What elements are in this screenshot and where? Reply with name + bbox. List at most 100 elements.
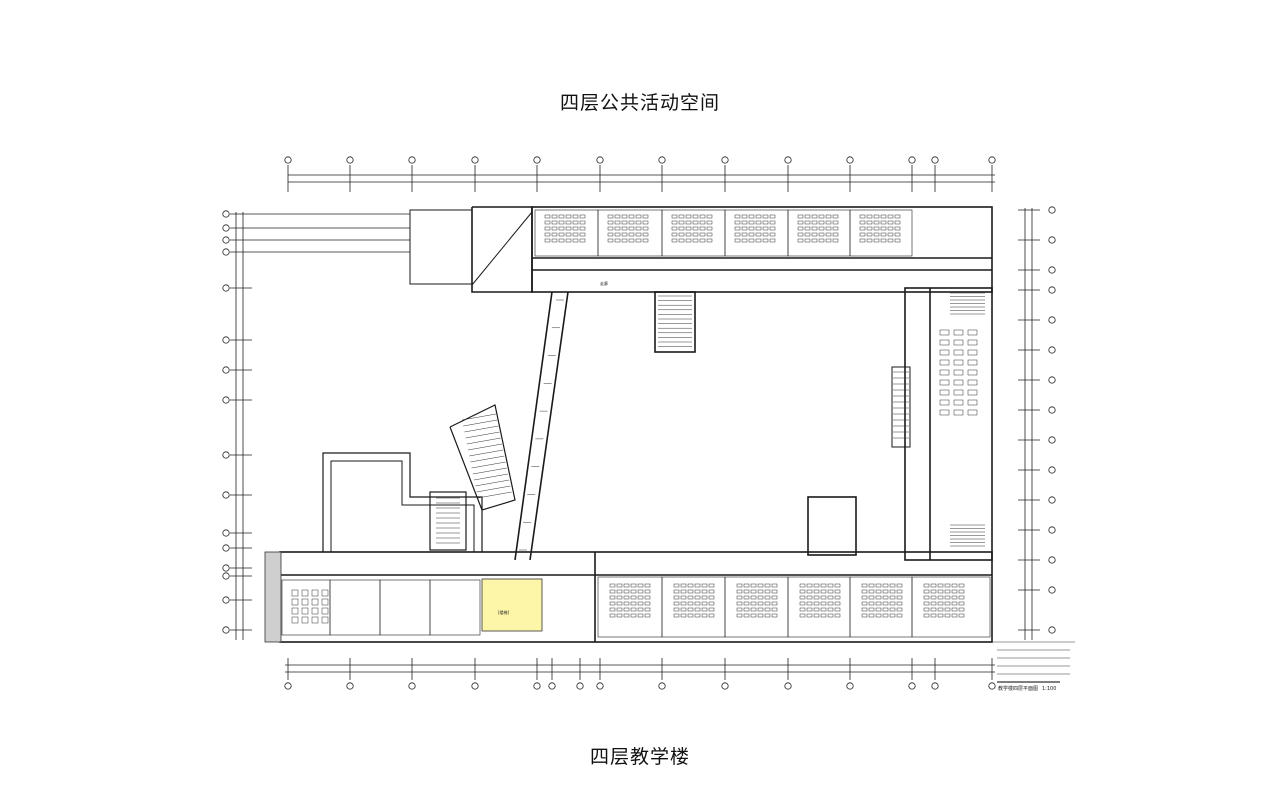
classroom-rooms xyxy=(281,209,991,638)
desk xyxy=(937,601,944,606)
axis-grid-bubbles xyxy=(222,156,1056,690)
desk xyxy=(953,339,964,346)
desk xyxy=(868,613,875,618)
desk xyxy=(939,329,950,336)
desk xyxy=(692,220,699,225)
desk xyxy=(614,226,621,231)
desk xyxy=(887,214,894,219)
desk xyxy=(680,601,687,606)
desk xyxy=(630,595,637,600)
desk xyxy=(621,238,628,243)
desk xyxy=(694,595,701,600)
axis-bubble xyxy=(222,248,230,256)
desk xyxy=(944,595,951,600)
desk xyxy=(616,601,623,606)
desk xyxy=(635,226,642,231)
axis-bubble xyxy=(1048,526,1056,534)
desk xyxy=(565,214,572,219)
axis-bubble xyxy=(1048,286,1056,294)
desk xyxy=(551,232,558,237)
desk xyxy=(685,214,692,219)
desk xyxy=(939,349,950,356)
desk xyxy=(799,589,806,594)
desk xyxy=(944,613,951,618)
desk xyxy=(706,226,713,231)
desk xyxy=(894,220,901,225)
desk xyxy=(708,595,715,600)
desk xyxy=(875,583,882,588)
desk xyxy=(820,595,827,600)
desk xyxy=(551,238,558,243)
desk xyxy=(621,214,628,219)
desk xyxy=(825,232,832,237)
desk xyxy=(572,226,579,231)
room xyxy=(379,579,431,636)
desk xyxy=(673,583,680,588)
desk xyxy=(762,214,769,219)
desk xyxy=(551,226,558,231)
bottom-dimension-lines xyxy=(285,658,995,680)
axis-bubble xyxy=(222,596,230,604)
desk xyxy=(685,238,692,243)
desk xyxy=(706,214,713,219)
desk xyxy=(930,583,937,588)
axis-bubble xyxy=(908,682,916,690)
desk xyxy=(630,589,637,594)
axis-bubble xyxy=(533,156,541,164)
desk xyxy=(623,607,630,612)
desk xyxy=(882,613,889,618)
desk xyxy=(868,607,875,612)
desk xyxy=(572,214,579,219)
stair-tread xyxy=(461,413,497,421)
desk xyxy=(882,601,889,606)
desk xyxy=(572,238,579,243)
desk xyxy=(741,232,748,237)
desk xyxy=(637,589,644,594)
axis-bubble xyxy=(596,156,604,164)
desk xyxy=(701,583,708,588)
stair-treads xyxy=(436,292,985,551)
desk xyxy=(873,226,880,231)
desk xyxy=(771,601,778,606)
desk xyxy=(685,232,692,237)
axis-bubble xyxy=(1048,626,1056,634)
desk xyxy=(694,589,701,594)
desk xyxy=(757,595,764,600)
desk xyxy=(706,232,713,237)
desk xyxy=(889,583,896,588)
desk xyxy=(644,583,651,588)
desk xyxy=(678,214,685,219)
desk xyxy=(939,369,950,376)
desk xyxy=(637,601,644,606)
desk xyxy=(614,214,621,219)
desk xyxy=(967,379,978,386)
desk xyxy=(642,238,649,243)
desk xyxy=(769,220,776,225)
desk xyxy=(736,595,743,600)
desk xyxy=(743,613,750,618)
desk xyxy=(699,214,706,219)
desk xyxy=(806,613,813,618)
desk xyxy=(820,583,827,588)
right-dimension-lines xyxy=(1018,208,1040,640)
bottom-caption: 四层教学楼 xyxy=(589,746,690,768)
axis-bubble xyxy=(1048,406,1056,414)
desk xyxy=(755,226,762,231)
desk xyxy=(889,589,896,594)
desk xyxy=(630,601,637,606)
desk xyxy=(937,595,944,600)
desk xyxy=(930,613,937,618)
toilet-stall xyxy=(301,616,309,624)
axis-bubble xyxy=(222,210,230,218)
desk xyxy=(939,379,950,386)
desk xyxy=(743,589,750,594)
desk xyxy=(827,613,834,618)
desk xyxy=(678,238,685,243)
desk xyxy=(614,238,621,243)
stair-tread xyxy=(477,491,512,499)
axis-bubble xyxy=(408,156,416,164)
desk xyxy=(820,613,827,618)
desk xyxy=(889,601,896,606)
desk xyxy=(734,232,741,237)
desk xyxy=(889,595,896,600)
